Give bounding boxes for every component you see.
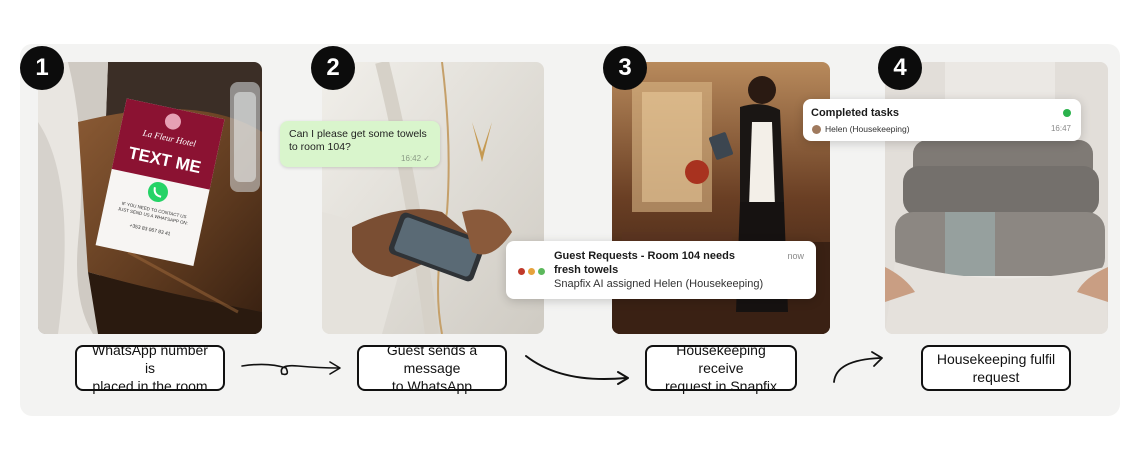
status-dot-orange: [528, 268, 535, 275]
step-1-photo: La Fleur Hotel TEXT ME IF YOU NEED TO CO…: [38, 62, 262, 334]
step-2-badge: 2: [311, 46, 355, 90]
completed-assignee: Helen (Housekeeping): [825, 124, 910, 134]
whatsapp-icon: [148, 182, 168, 202]
arrow-step-2-to-3: [525, 355, 629, 385]
step-2-caption-line-2: to WhatsApp: [391, 378, 473, 394]
completed-tasks-card[interactable]: Completed tasks Helen (Housekeeping) 16:…: [803, 99, 1081, 141]
completed-time: 16:47: [1050, 124, 1071, 133]
step-3-caption-line-1: Housekeeping receive: [676, 342, 766, 376]
step-1-caption-line-1: WhatsApp number is: [92, 342, 208, 376]
step-1-badge: 1: [20, 46, 64, 90]
chat-message-line-2: to room 104?: [289, 141, 351, 153]
step-3-caption: Housekeeping receive request in Snapfix: [645, 342, 797, 394]
whatsapp-message-bubble: Can I please get some towels to room 104…: [280, 121, 440, 167]
step-2-caption-line-1: Guest sends a message: [386, 342, 478, 376]
chat-message-line-1: Can I please get some towels: [289, 128, 427, 140]
chat-timestamp: 16:42 ✓: [401, 154, 430, 163]
status-dot-green: [538, 268, 545, 275]
notification-body: Snapfix AI assigned Helen (Housekeeping): [554, 278, 764, 290]
notification-title-line-2: fresh towels: [554, 264, 619, 276]
step-2-caption: Guest sends a message to WhatsApp: [357, 342, 507, 394]
step-4-caption-line-1: Housekeeping fulfil: [936, 351, 1056, 367]
step-1-caption-line-2: placed in the room: [92, 378, 208, 394]
step-3-caption-line-2: request in Snapfix: [664, 378, 778, 394]
step-4-caption: Housekeeping fulfil request: [921, 345, 1071, 391]
completed-tasks-title: Completed tasks: [811, 107, 900, 119]
arrow-step-3-to-4: [833, 351, 883, 383]
step-1-caption: WhatsApp number is placed in the room: [75, 342, 225, 394]
step-4-caption-line-2: request: [972, 369, 1020, 385]
status-dot-red: [518, 268, 525, 275]
arrow-step-1-to-2: [241, 361, 341, 376]
completed-status-dot: [1063, 109, 1071, 117]
notification-time: now: [787, 251, 804, 261]
step-4-badge: 4: [878, 46, 922, 90]
step-3-badge: 3: [603, 46, 647, 90]
assignee-avatar-icon: [812, 125, 821, 134]
notification-title-line-1: Guest Requests - Room 104 needs: [554, 250, 735, 262]
guest-request-notification[interactable]: Guest Requests - Room 104 needs fresh to…: [506, 241, 816, 299]
